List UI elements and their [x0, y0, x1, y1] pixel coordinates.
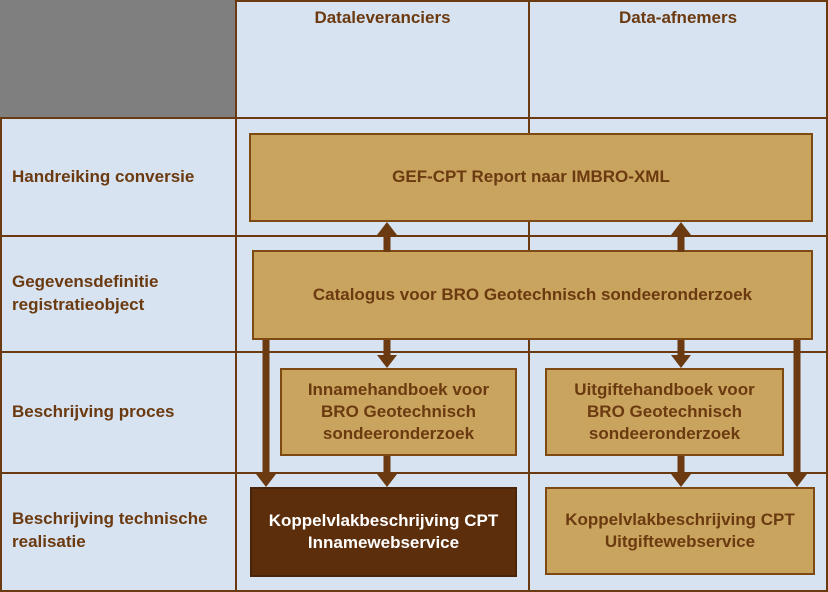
- row-label-beschrijving-technische-realisatie: Beschrijving technische realisatie: [0, 474, 235, 588]
- column-header-data-afnemers: Data-afnemers: [530, 8, 826, 38]
- arrowhead-down-icon: [256, 474, 276, 487]
- box-label: Koppelvlakbeschrijving CPT Innamewebserv…: [268, 510, 499, 552]
- arrow-stem: [677, 340, 685, 357]
- arrow-catalogus-to-koppelvlak-inname: [256, 340, 276, 487]
- arrow-stem: [793, 340, 801, 476]
- arrowhead-down-icon: [671, 355, 691, 368]
- row-label-gegevensdefinitie: Gegevensdefinitie registratieobject: [0, 237, 235, 351]
- row-label-handreiking-conversie: Handreiking conversie: [0, 119, 235, 235]
- column-header-label: Dataleveranciers: [314, 8, 451, 27]
- row-label-text: Gegevensdefinitie registratieobject: [12, 272, 159, 314]
- arrow-catalogus-to-gefcpt-left: [377, 222, 397, 252]
- box-koppelvlakbeschrijving-cpt-uitgiftewebservice: Koppelvlakbeschrijving CPT Uitgiftewebse…: [545, 487, 815, 575]
- box-uitgiftehandboek: Uitgiftehandboek voor BRO Geotechnisch s…: [545, 368, 784, 456]
- box-label: Innamehandboek voor BRO Geotechnisch son…: [307, 379, 490, 444]
- box-label: Koppelvlakbeschrijving CPT Uitgiftewebse…: [565, 509, 795, 551]
- grid-hline-row3: [0, 472, 828, 474]
- column-header-dataleveranciers: Dataleveranciers: [237, 8, 528, 38]
- box-catalogus-bro-geotechnisch-sondeeronderzoek: Catalogus voor BRO Geotechnisch sondeero…: [252, 250, 813, 340]
- grid-hline-header: [0, 117, 828, 119]
- arrow-catalogus-to-uitgiftehandboek: [671, 340, 691, 368]
- arrow-stem: [383, 340, 391, 357]
- grid-hline-row2: [0, 351, 828, 353]
- box-gef-cpt-report-naar-imbro-xml: GEF-CPT Report naar IMBRO-XML: [249, 133, 813, 222]
- box-label: Uitgiftehandboek voor BRO Geotechnisch s…: [574, 379, 755, 444]
- arrow-catalogus-to-koppelvlak-uitgifte: [787, 340, 807, 487]
- arrowhead-down-icon: [377, 474, 397, 487]
- box-innamehandboek: Innamehandboek voor BRO Geotechnisch son…: [280, 368, 517, 456]
- box-label: GEF-CPT Report naar IMBRO-XML: [392, 167, 670, 187]
- box-label: Catalogus voor BRO Geotechnisch sondeero…: [312, 284, 753, 304]
- arrowhead-up-icon: [377, 222, 397, 235]
- arrowhead-down-icon: [787, 474, 807, 487]
- arrowhead-down-icon: [671, 474, 691, 487]
- row-label-text: Beschrijving technische realisatie: [12, 509, 208, 551]
- arrowhead-down-icon: [377, 355, 397, 368]
- row-label-text: Beschrijving proces: [12, 402, 175, 422]
- grid-vline-rowlabels: [235, 0, 237, 592]
- box-koppelvlakbeschrijving-cpt-innamewebservice: Koppelvlakbeschrijving CPT Innamewebserv…: [250, 487, 517, 577]
- arrow-catalogus-to-gefcpt-right: [671, 222, 691, 252]
- column-header-label: Data-afnemers: [618, 8, 738, 27]
- corner-cell-gray: [0, 0, 235, 117]
- arrow-stem: [262, 340, 270, 476]
- arrowhead-up-icon: [671, 222, 691, 235]
- arrow-catalogus-to-innamehandboek: [377, 340, 397, 368]
- row-label-text: Handreiking conversie: [12, 166, 195, 186]
- row-label-beschrijving-proces: Beschrijving proces: [0, 353, 235, 472]
- grid-hline-row1: [0, 235, 828, 237]
